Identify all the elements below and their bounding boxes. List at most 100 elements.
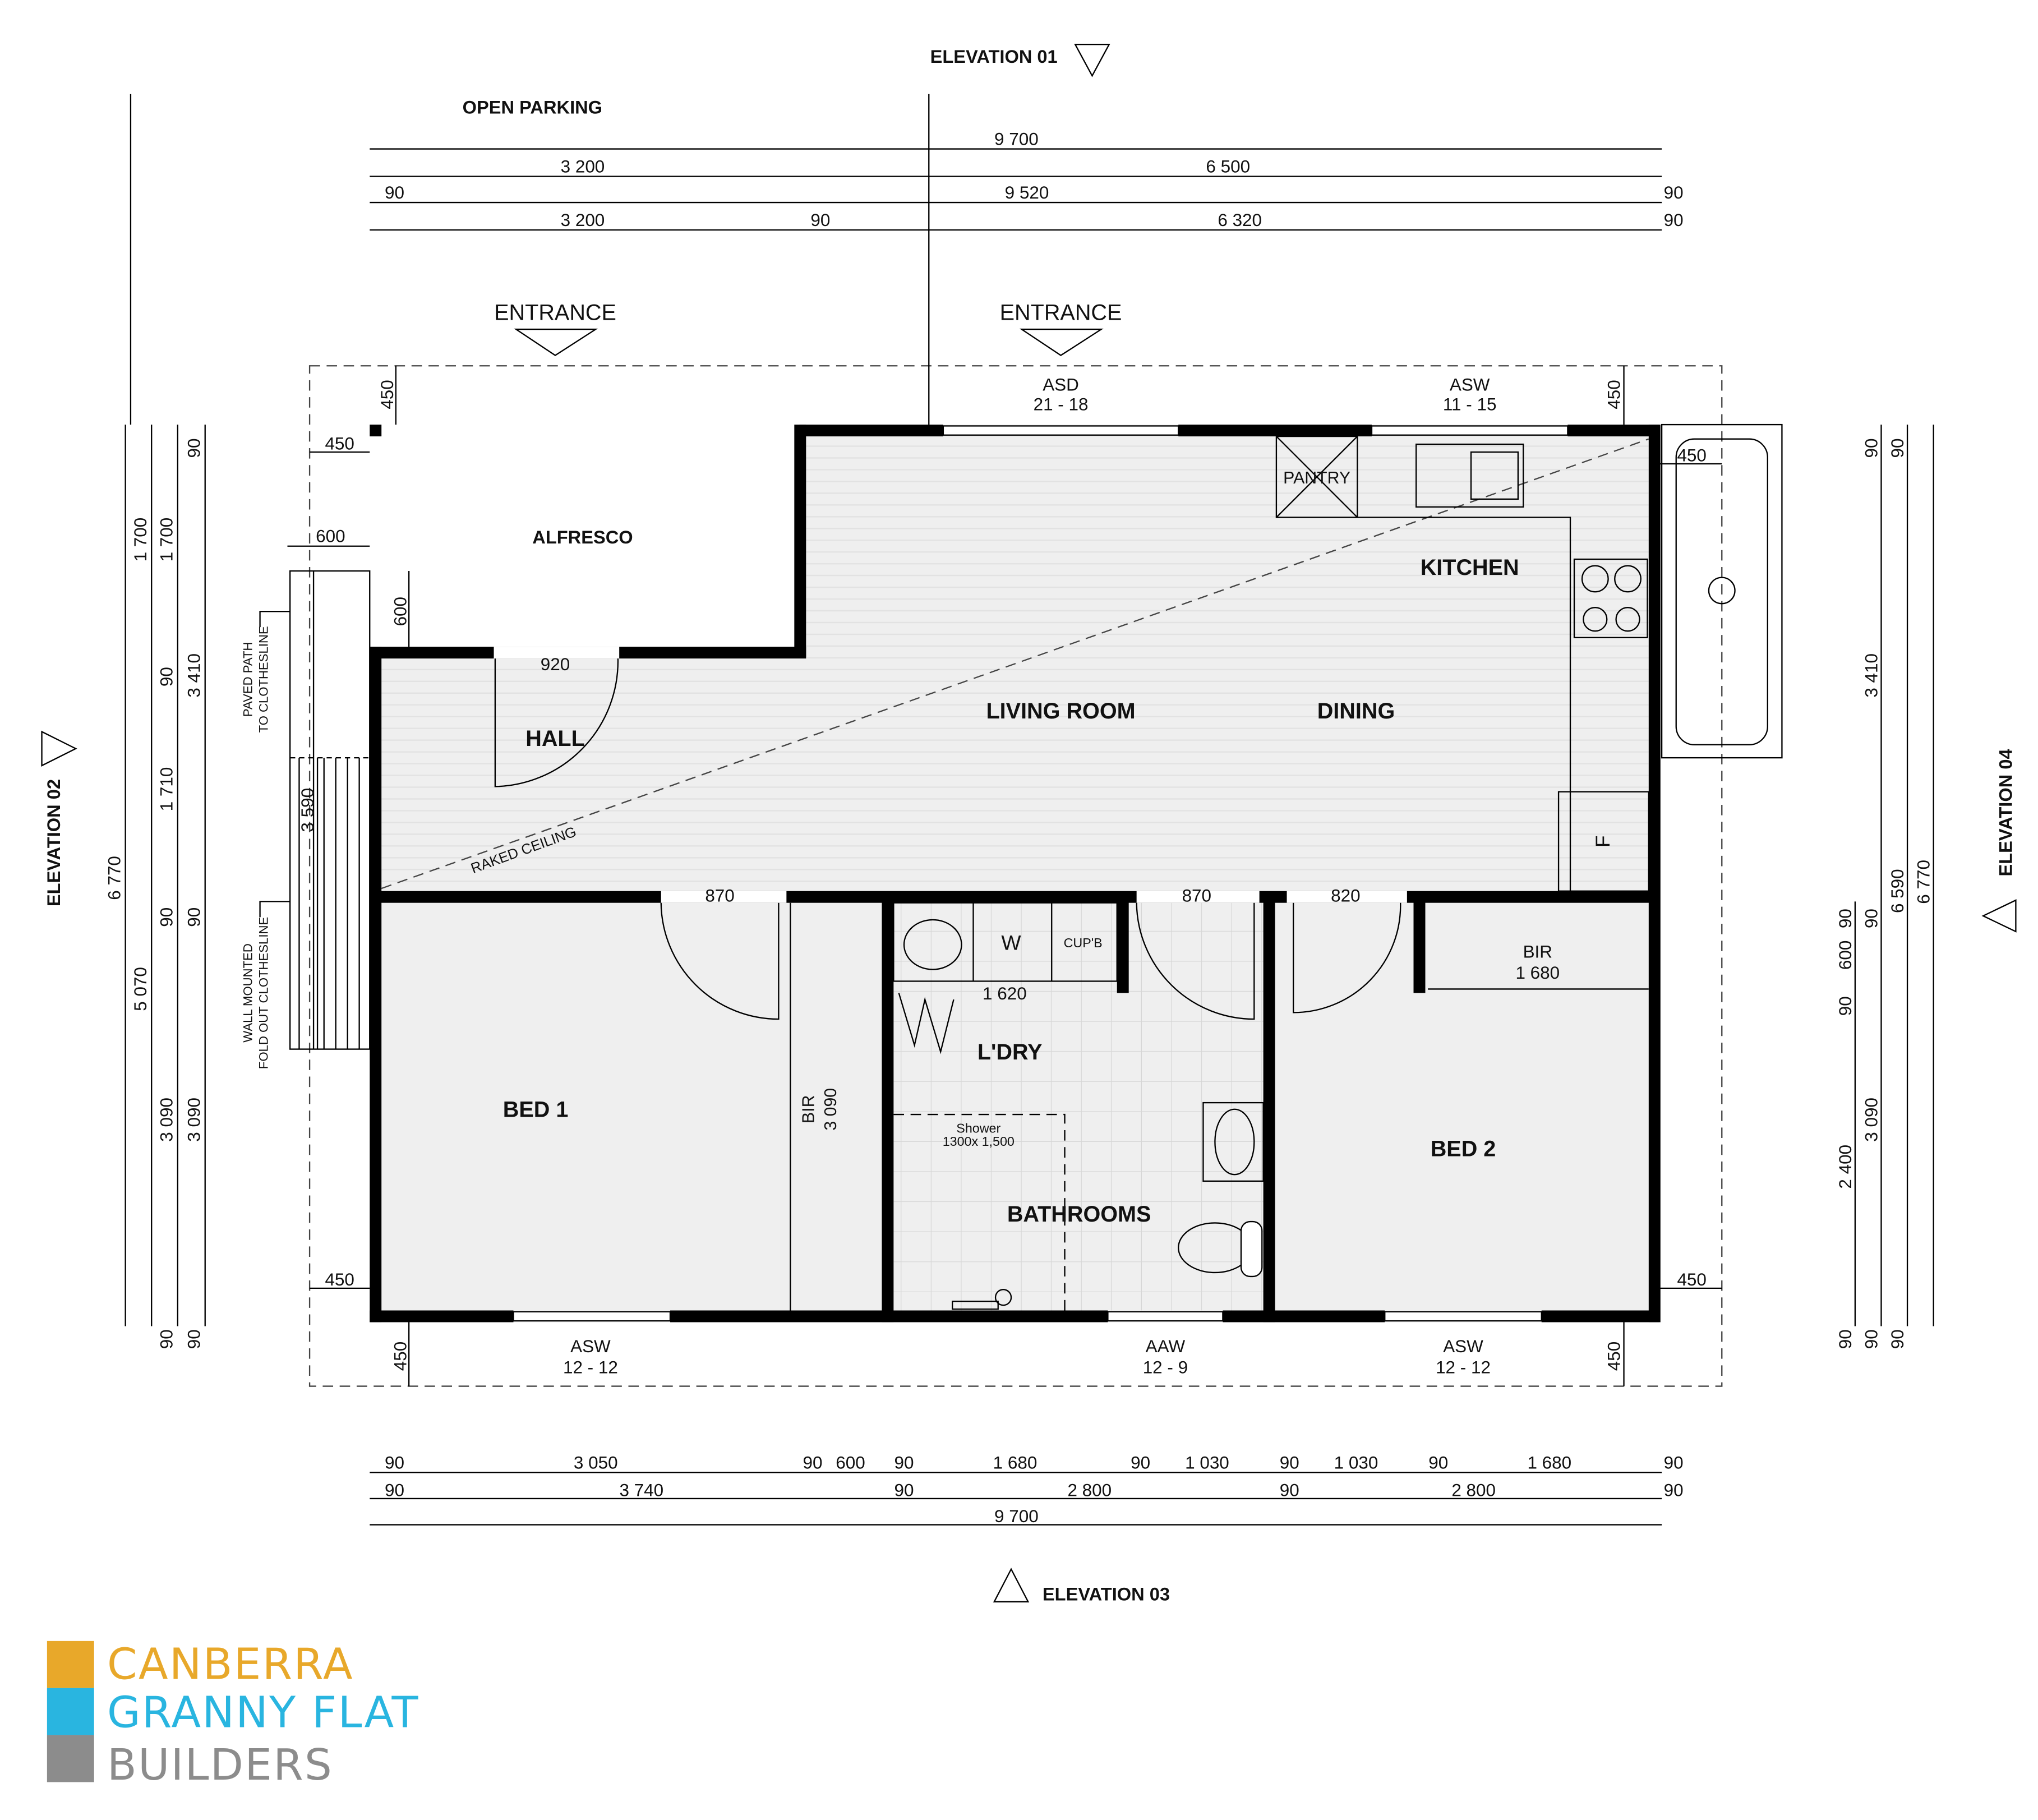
dimension-right-9: 90 bbox=[1861, 1329, 1881, 1349]
setback-right-bottom: 450 bbox=[1677, 1270, 1706, 1289]
dimension-bottom-17: 90 bbox=[1280, 1480, 1299, 1500]
dimension-right-12: 90 bbox=[1888, 1329, 1907, 1349]
logo-line-3: BUILDERS bbox=[107, 1740, 333, 1790]
dimension-left-11: 90 bbox=[184, 907, 204, 927]
dimension-left-5: 1 710 bbox=[156, 767, 176, 812]
dimension-right-7: 90 bbox=[1861, 909, 1881, 928]
bir-bed2-label: BIR bbox=[1523, 942, 1552, 962]
dimension-right-10: 90 bbox=[1888, 439, 1907, 458]
window-top-asw-type: ASW bbox=[1450, 375, 1490, 395]
dimension-left-8: 90 bbox=[156, 1329, 176, 1349]
dimension-right-13: 6 770 bbox=[1914, 860, 1934, 904]
dimension-bottom-3: 600 bbox=[836, 1453, 865, 1472]
dimension-left-12: 3 090 bbox=[184, 1098, 204, 1142]
dimension-bottom-1: 3 050 bbox=[574, 1453, 618, 1472]
dimension-top-1: 3 200 bbox=[561, 157, 605, 177]
dimension-left-1: 1 700 bbox=[131, 518, 150, 562]
dimension-left-9: 90 bbox=[184, 439, 204, 458]
dimension-bottom-4: 90 bbox=[894, 1453, 914, 1472]
setback-left-top: 450 bbox=[325, 434, 354, 453]
dimension-top-0: 9 700 bbox=[994, 130, 1039, 149]
dimension-left-7: 3 090 bbox=[156, 1098, 176, 1142]
dimension-right-1: 600 bbox=[1836, 941, 1855, 970]
dimension-bottom-5: 1 680 bbox=[993, 1453, 1038, 1472]
living-floor bbox=[799, 435, 1649, 898]
room-alfresco: ALFRESCO bbox=[532, 527, 633, 547]
setback-bottom-right: 450 bbox=[1604, 1342, 1624, 1371]
window-top-asd-size: 21 - 18 bbox=[1034, 394, 1089, 414]
dimension-bottom-7: 1 030 bbox=[1185, 1453, 1229, 1472]
dimension-right-8: 3 090 bbox=[1861, 1098, 1881, 1142]
window-bottom-left-size: 12 - 12 bbox=[563, 1357, 618, 1377]
window-bottom-aaw-size: 12 - 9 bbox=[1143, 1357, 1188, 1377]
dimension-bottom-19: 90 bbox=[1664, 1480, 1684, 1500]
room-bed1: BED 1 bbox=[503, 1098, 569, 1122]
dimension-bottom-20: 9 700 bbox=[994, 1506, 1039, 1526]
bir-bed1-dim: 3 090 bbox=[822, 1088, 840, 1131]
dimension-left-13: 90 bbox=[184, 1329, 204, 1349]
room-hall: HALL bbox=[525, 726, 585, 751]
dimension-top-9: 90 bbox=[1664, 210, 1684, 230]
dimension-left-4: 90 bbox=[156, 667, 176, 686]
room-living: LIVING ROOM bbox=[986, 699, 1135, 724]
dimension-top-4: 9 520 bbox=[1005, 183, 1049, 202]
room-pantry: PANTRY bbox=[1283, 469, 1350, 487]
cupboard-label: CUP'B bbox=[1064, 936, 1103, 950]
dimension-left-10: 3 410 bbox=[184, 653, 204, 698]
dimension-top-8: 6 320 bbox=[1218, 210, 1262, 230]
setback-right-top: 450 bbox=[1677, 445, 1706, 465]
bed2-floor bbox=[1275, 902, 1649, 1311]
dimension-bottom-12: 90 bbox=[1664, 1453, 1684, 1472]
dimension-bottom-10: 90 bbox=[1428, 1453, 1448, 1472]
path-length-dim: 3 590 bbox=[298, 788, 317, 832]
dimension-bottom-8: 90 bbox=[1280, 1453, 1299, 1472]
openings bbox=[494, 425, 1568, 1323]
dimension-bottom-15: 90 bbox=[894, 1480, 914, 1500]
shower-size: 1300x 1,500 bbox=[943, 1134, 1015, 1149]
setback-top-right: 450 bbox=[1604, 380, 1624, 409]
dimension-bottom-6: 90 bbox=[1131, 1453, 1150, 1472]
elevation-02-label: ELEVATION 02 bbox=[43, 779, 64, 906]
bed1-floor bbox=[381, 902, 882, 1311]
dimension-right-5: 90 bbox=[1861, 439, 1881, 458]
window-frames bbox=[513, 425, 1569, 1322]
door-bed1-dim: 870 bbox=[705, 886, 734, 905]
logo-line-1: CANBERRA bbox=[107, 1639, 354, 1689]
window-bottom-right-type: ASW bbox=[1443, 1337, 1483, 1356]
logo-line-2: GRANNY FLAT bbox=[107, 1688, 419, 1738]
window-bottom-left-type: ASW bbox=[570, 1337, 611, 1356]
dimension-right-4: 90 bbox=[1836, 1329, 1855, 1349]
dimension-bottom-18: 2 800 bbox=[1451, 1480, 1496, 1500]
dimension-left-0: 6 770 bbox=[104, 856, 124, 900]
dimension-bottom-2: 90 bbox=[803, 1453, 822, 1472]
dimension-left-3: 1 700 bbox=[156, 518, 176, 562]
open-parking-label: OPEN PARKING bbox=[463, 97, 602, 118]
kitchen-fittings bbox=[1275, 423, 1783, 892]
elevation-03-label: ELEVATION 03 bbox=[1043, 1584, 1170, 1605]
site-boundary bbox=[308, 365, 1723, 1387]
setback-top-left: 450 bbox=[377, 380, 397, 409]
dimension-bottom-9: 1 030 bbox=[1334, 1453, 1378, 1472]
setback-left-path: 600 bbox=[316, 527, 345, 546]
dimension-top-6: 3 200 bbox=[561, 210, 605, 230]
entrance-left-label: ENTRANCE bbox=[494, 301, 616, 325]
entrance-right-label: ENTRANCE bbox=[1000, 301, 1122, 325]
setback-bottom-left: 450 bbox=[390, 1342, 410, 1371]
note-paved-path-2: TO CLOTHESLINE bbox=[257, 626, 271, 732]
dimension-bottom-0: 90 bbox=[385, 1453, 404, 1472]
room-laundry: L'DRY bbox=[977, 1040, 1043, 1065]
note-clothesline-1: WALL MOUNTED bbox=[241, 943, 255, 1043]
room-kitchen: KITCHEN bbox=[1421, 555, 1519, 580]
bir-bed1-label: BIR bbox=[799, 1095, 818, 1123]
door-bath-dim: 870 bbox=[1182, 886, 1211, 905]
logo-square-blue bbox=[47, 1688, 94, 1735]
setback-left-bottom: 450 bbox=[325, 1270, 354, 1289]
logo-square-gray bbox=[47, 1735, 94, 1782]
alfresco-depth-dim: 600 bbox=[390, 597, 410, 626]
elevation-04-label: ELEVATION 04 bbox=[1995, 749, 2016, 876]
dimension-top-7: 90 bbox=[810, 210, 830, 230]
room-bed2: BED 2 bbox=[1431, 1137, 1496, 1162]
dimension-lines bbox=[125, 148, 1934, 1526]
